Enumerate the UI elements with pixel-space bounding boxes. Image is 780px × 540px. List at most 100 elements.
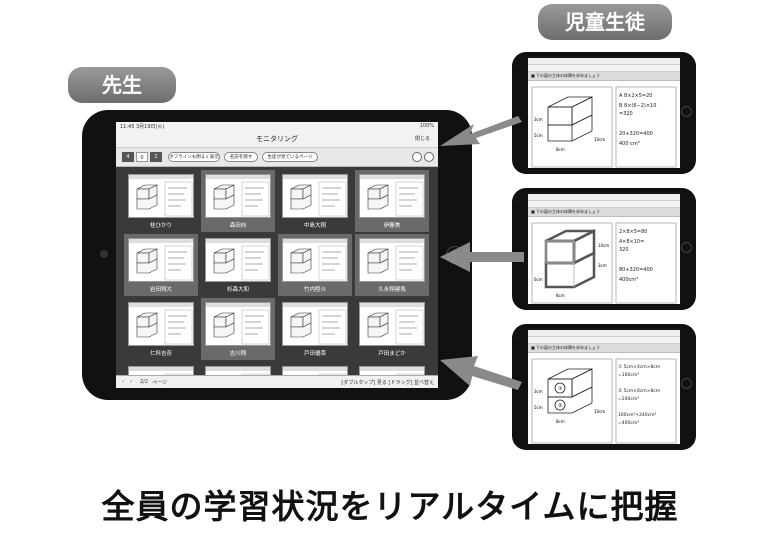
answer-line: =320 xyxy=(619,111,633,117)
answer-line: ② 5cm×6cm×8cm xyxy=(618,388,660,394)
student-name: 桂ひかり xyxy=(149,223,172,229)
refresh-icon[interactable] xyxy=(424,152,434,162)
question-text: ■ 下の図の立体の体積を求めましょう xyxy=(528,208,680,217)
dim-label: 10cm xyxy=(594,409,605,414)
part-label: ② xyxy=(558,403,563,409)
dim-label: 10cm xyxy=(598,243,609,248)
student-tile[interactable]: 戸田まどか xyxy=(355,298,429,360)
question-text: ■ 下の図の立体の体積を求めましょう xyxy=(528,72,680,81)
answer-line: 80+320=400 xyxy=(619,267,653,273)
student-tile[interactable]: 中島大翔 xyxy=(278,170,352,232)
worksheet-thumbnail xyxy=(205,174,271,218)
arrow-left-icon xyxy=(440,116,522,146)
status-battery: 100% xyxy=(419,123,434,129)
worksheet-thumbnail xyxy=(359,302,425,346)
student-screen: ■ 下の図の立体の体積を求めましょう 10cm 3cm 8cm 6cm 2×8×… xyxy=(528,194,680,304)
answer-line: ① 5cm×4cm×8cm xyxy=(618,364,660,370)
worksheet: 10cm 3cm 8cm 6cm 2×8×5=80 4×8×10= 320 80… xyxy=(531,222,677,304)
arrow-left-icon xyxy=(440,242,524,272)
dim-label: 8cm xyxy=(556,147,565,152)
zoom-icon[interactable] xyxy=(412,152,422,162)
worksheet-thumbnail xyxy=(282,302,348,346)
student-name: 杉森大和 xyxy=(226,287,249,293)
student-tile[interactable]: 岩田翔大 xyxy=(124,234,198,296)
teacher-tablet: 11:45 3月19日(火) 100% モニタリング 閉じる 4 0 2 オフラ… xyxy=(82,110,472,400)
dim-label: 3cm xyxy=(598,263,607,268)
student-name: 久永翔建馬 xyxy=(378,287,406,293)
worksheet-thumbnail xyxy=(128,174,194,218)
student-name: 戸田まどか xyxy=(378,351,406,357)
dim-label: 3cm xyxy=(534,117,543,122)
answer-line: 160cm³+240cm³ xyxy=(618,412,656,418)
dim-label: 5cm xyxy=(534,405,543,410)
close-button[interactable]: 閉じる xyxy=(414,136,430,142)
home-button[interactable] xyxy=(681,242,692,253)
camera-icon xyxy=(100,250,108,258)
student-name: 戸田優菜 xyxy=(303,351,326,357)
student-name: 中島大翔 xyxy=(303,223,326,229)
answer-line: 20+320=400 xyxy=(619,131,653,137)
home-button[interactable] xyxy=(681,378,692,389)
dim-label: 10cm xyxy=(594,137,605,142)
student-tile[interactable]: 仁科吉奈 xyxy=(124,298,198,360)
dim-label: 8cm xyxy=(556,293,565,298)
worksheet-thumbnail xyxy=(282,238,348,282)
student-name: 吉川翔 xyxy=(229,351,247,357)
dim-label: 5cm xyxy=(534,133,543,138)
student-screen: ■ 下の図の立体の体積を求めましょう ① ② 3cm 5cm 8cm 10cm … xyxy=(528,330,680,444)
answer-line: 2×8×5=80 xyxy=(619,229,647,235)
worksheet-thumbnail xyxy=(205,302,271,346)
status-bar: 11:45 3月19日(火) 100% xyxy=(116,122,438,131)
student-tile[interactable]: 竹内陸斗 xyxy=(278,234,352,296)
counter-online[interactable]: 4 xyxy=(122,152,134,162)
hide-names-button[interactable]: 名前を隠す xyxy=(224,152,258,162)
student-name: 竹内陸斗 xyxy=(303,287,326,293)
offline-display-button[interactable]: オフラインも明るく表示 xyxy=(168,152,220,162)
student-tablet-3: ■ 下の図の立体の体積を求めましょう ① ② 3cm 5cm 8cm 10cm … xyxy=(512,324,696,450)
answer-line: 400cm³ xyxy=(619,277,638,283)
answer-line: =240cm³ xyxy=(618,396,639,402)
teacher-label: 先生 xyxy=(68,67,176,103)
answer-line: 400 cm³ xyxy=(619,141,640,147)
status-time: 11:45 3月19日(火) xyxy=(120,124,165,130)
student-tile[interactable]: 吉川翔 xyxy=(201,298,275,360)
worksheet: 3cm 5cm 8cm 10cm A 8×2×5=20 B 8×(6−2)×10… xyxy=(531,86,677,168)
question-text: ■ 下の図の立体の体積を求めましょう xyxy=(528,344,680,353)
student-tile[interactable]: 桂ひかり xyxy=(124,170,198,232)
student-tablet-1: ■ 下の図の立体の体積を求めましょう 3cm 5cm 8cm 10cm A 8×… xyxy=(512,52,696,174)
student-tile[interactable]: 森田向 xyxy=(201,170,275,232)
student-tablet-2: ■ 下の図の立体の体積を求めましょう 10cm 3cm 8cm 6cm 2×8×… xyxy=(512,188,696,310)
student-name: 岩田翔大 xyxy=(149,287,172,293)
bottom-bar: ‹ › 2/2 ページ [ダブルタップ] 見る [ドラッグ] 並べ替え xyxy=(116,375,438,388)
prev-page-icon[interactable]: ‹ xyxy=(122,379,124,385)
student-name: 伊藤美 xyxy=(383,223,401,229)
student-tile[interactable]: 戸田優菜 xyxy=(278,298,352,360)
counter-selected[interactable]: 2 xyxy=(150,152,162,162)
toolbar: 4 0 2 オフラインも明るく表示 名前を隠す 生徒が見ているページ xyxy=(116,148,438,167)
page-title: モニタリング xyxy=(256,135,298,143)
worksheet-thumbnail xyxy=(359,174,425,218)
answer-line: =160cm³ xyxy=(618,372,639,378)
student-tile[interactable]: 久永翔建馬 xyxy=(355,234,429,296)
caption: 全員の学習状況をリアルタイムに把握 xyxy=(101,487,679,526)
bottom-hint: [ダブルタップ] 見る [ドラッグ] 並べ替え xyxy=(341,380,434,386)
student-name: 仁科吉奈 xyxy=(149,351,172,357)
dim-label: 6cm xyxy=(534,277,543,282)
student-tile[interactable]: 杉森大和 xyxy=(201,234,275,296)
answer-line: 320 xyxy=(619,247,629,253)
worksheet-thumbnail xyxy=(282,174,348,218)
student-page-button[interactable]: 生徒が見ているページ xyxy=(262,152,318,162)
next-page-icon[interactable]: › xyxy=(130,379,132,385)
dim-label: 8cm xyxy=(556,419,565,424)
home-button[interactable] xyxy=(681,106,692,117)
counter-offline[interactable]: 0 xyxy=(136,152,148,162)
answer-line: B 8×(6−2)×10 xyxy=(619,103,656,109)
nav-bar: モニタリング 閉じる xyxy=(116,131,438,148)
worksheet-thumbnail xyxy=(128,238,194,282)
student-tile[interactable]: 伊藤美 xyxy=(355,170,429,232)
student-screen: ■ 下の図の立体の体積を求めましょう 3cm 5cm 8cm 10cm A 8×… xyxy=(528,58,680,168)
worksheet-thumbnail xyxy=(359,238,425,282)
dim-label: 3cm xyxy=(534,389,543,394)
page-indicator: 2/2 xyxy=(140,379,149,385)
worksheet-thumbnail xyxy=(128,302,194,346)
